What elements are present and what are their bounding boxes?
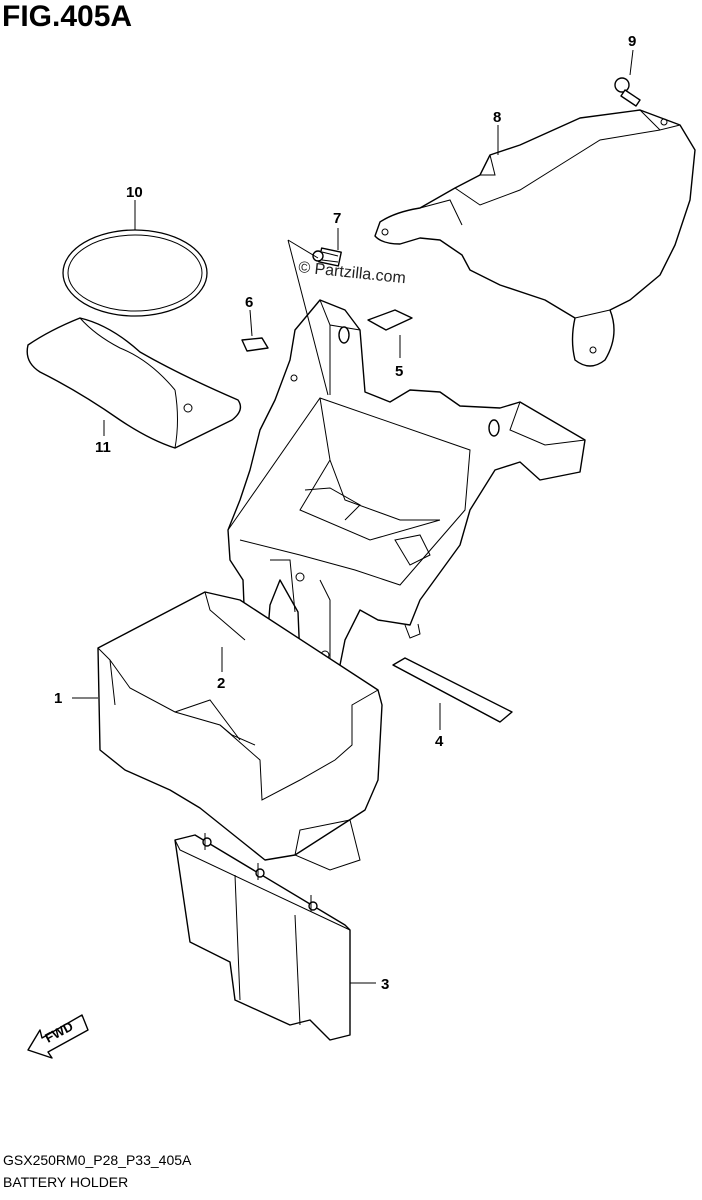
part-6-pad[interactable] [241, 337, 269, 352]
callout-2: 2 [217, 675, 225, 692]
callout-1: 1 [54, 690, 62, 707]
leader-lines [72, 49, 634, 984]
fwd-arrow-icon: FWD [27, 1014, 89, 1059]
drawing-code: GSX250RM0_P28_P33_405A [3, 1152, 192, 1168]
part-1-tray[interactable] [97, 591, 383, 871]
callout-7: 7 [333, 210, 341, 227]
section-name: BATTERY HOLDER [3, 1174, 129, 1190]
callout-5: 5 [395, 363, 403, 380]
callout-8: 8 [493, 109, 501, 126]
watermark: © Partzilla.com [298, 259, 407, 287]
figure-title: FIG.405A [2, 0, 133, 33]
part-9-screw[interactable] [614, 77, 641, 107]
part-3-plate[interactable] [174, 833, 351, 1041]
part-10-band[interactable] [62, 229, 208, 317]
part-7-bolt[interactable] [312, 247, 342, 267]
callout-11: 11 [95, 439, 111, 456]
callout-6: 6 [245, 294, 253, 311]
callout-9: 9 [628, 33, 636, 50]
callout-3: 3 [381, 976, 389, 993]
part-5-pad[interactable] [367, 309, 413, 331]
part-11-pad[interactable] [26, 317, 242, 449]
callout-numbers: 1 2 3 4 5 6 7 8 9 10 11 [54, 33, 636, 993]
part-4-strip[interactable] [392, 657, 513, 723]
callout-10: 10 [126, 184, 143, 201]
part-8-bracket[interactable] [374, 109, 696, 367]
callout-4: 4 [435, 733, 444, 750]
battery-holder-frame[interactable] [227, 299, 586, 681]
